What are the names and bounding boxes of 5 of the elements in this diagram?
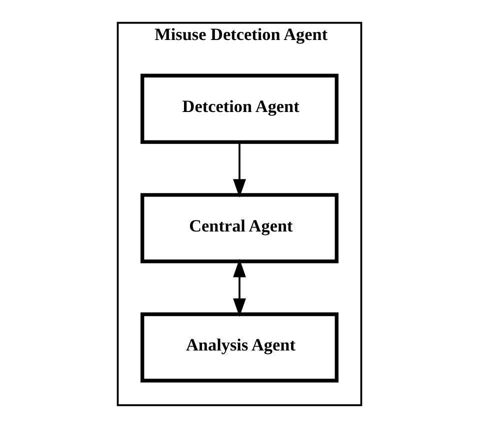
node-box: Detcetion Agent	[140, 74, 338, 144]
node-box: Analysis Agent	[140, 312, 338, 382]
arrow	[232, 142, 246, 198]
arrow	[232, 258, 246, 317]
node-box: Central Agent	[140, 193, 338, 264]
